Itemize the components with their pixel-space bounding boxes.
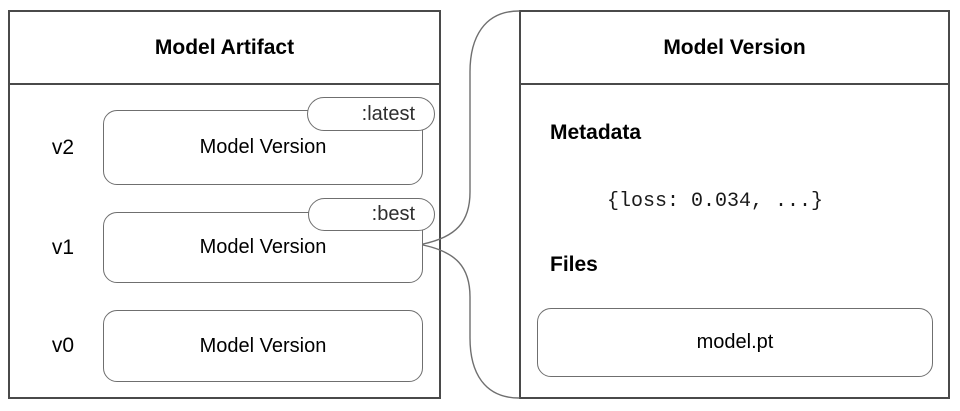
tag-pill-latest: :latest (307, 97, 435, 131)
files-heading: Files (550, 253, 598, 276)
file-box-model-pt: model.pt (537, 308, 933, 377)
model-artifact-title: Model Artifact (10, 12, 439, 85)
metadata-heading: Metadata (550, 121, 642, 144)
model-version-box-v0: Model Version (103, 310, 423, 382)
metadata-value: {loss: 0.034, ...} (607, 190, 824, 213)
model-version-detail-title: Model Version (521, 12, 948, 85)
model-artifact-panel: Model Artifact v2 Model Version :latest … (8, 10, 441, 399)
version-label-v0: v0 (51, 334, 75, 357)
tag-pill-best: :best (308, 198, 435, 231)
version-label-v2: v2 (51, 135, 75, 159)
version-label-v1: v1 (51, 235, 75, 259)
model-version-detail-panel: Model Version Metadata {loss: 0.034, ...… (519, 10, 950, 399)
